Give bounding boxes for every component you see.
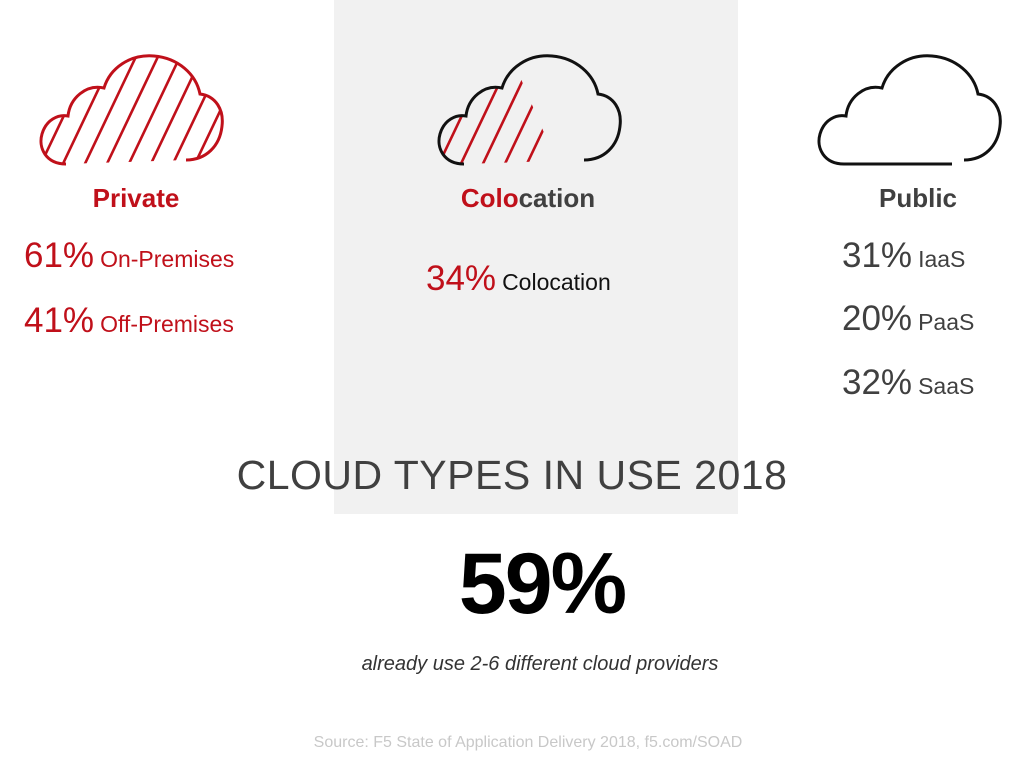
private-heading: Private: [92, 183, 180, 213]
infographic-title: CLOUD TYPES IN USE 2018: [236, 452, 788, 498]
stat-percent: 31%: [842, 236, 913, 275]
public-heading: Public: [878, 183, 957, 213]
source-note: Source: F5 State of Application Delivery…: [313, 734, 743, 751]
colocation-panel-background: [334, 0, 738, 514]
stat-label: Off-Premises: [100, 311, 234, 337]
stat-percent: 34%: [426, 259, 497, 298]
colocation-heading-accent: Colo: [460, 183, 519, 213]
stat-percent: 20%: [842, 299, 913, 338]
stat-label: On-Premises: [100, 246, 235, 272]
stat-label: SaaS: [918, 373, 975, 399]
stat-label: IaaS: [918, 246, 966, 272]
stat-label: PaaS: [918, 309, 975, 335]
stat-saas: 32%SaaS: [842, 363, 974, 403]
stat-on-premises: 61%On-Premises: [24, 236, 234, 276]
cloud-half-hatched-icon: [437, 54, 622, 166]
stat-percent: 41%: [24, 301, 95, 340]
cloud-fully-hatched-icon: [39, 54, 224, 166]
stat-paas: 20%PaaS: [842, 299, 974, 339]
stat-colocation: 34%Colocation: [426, 259, 611, 299]
stat-iaas: 31%IaaS: [842, 236, 965, 276]
stat-percent: 32%: [842, 363, 913, 402]
highlight-value: 59%: [458, 536, 627, 632]
colocation-heading-rest: cation: [518, 183, 596, 213]
stat-percent: 61%: [24, 236, 95, 275]
stat-label: Colocation: [502, 269, 611, 295]
cloud-outline-icon: [817, 54, 1002, 166]
colocation-heading: Colocation: [408, 183, 648, 214]
stat-off-premises: 41%Off-Premises: [24, 301, 234, 341]
highlight-caption: already use 2-6 different cloud provider…: [361, 653, 719, 675]
